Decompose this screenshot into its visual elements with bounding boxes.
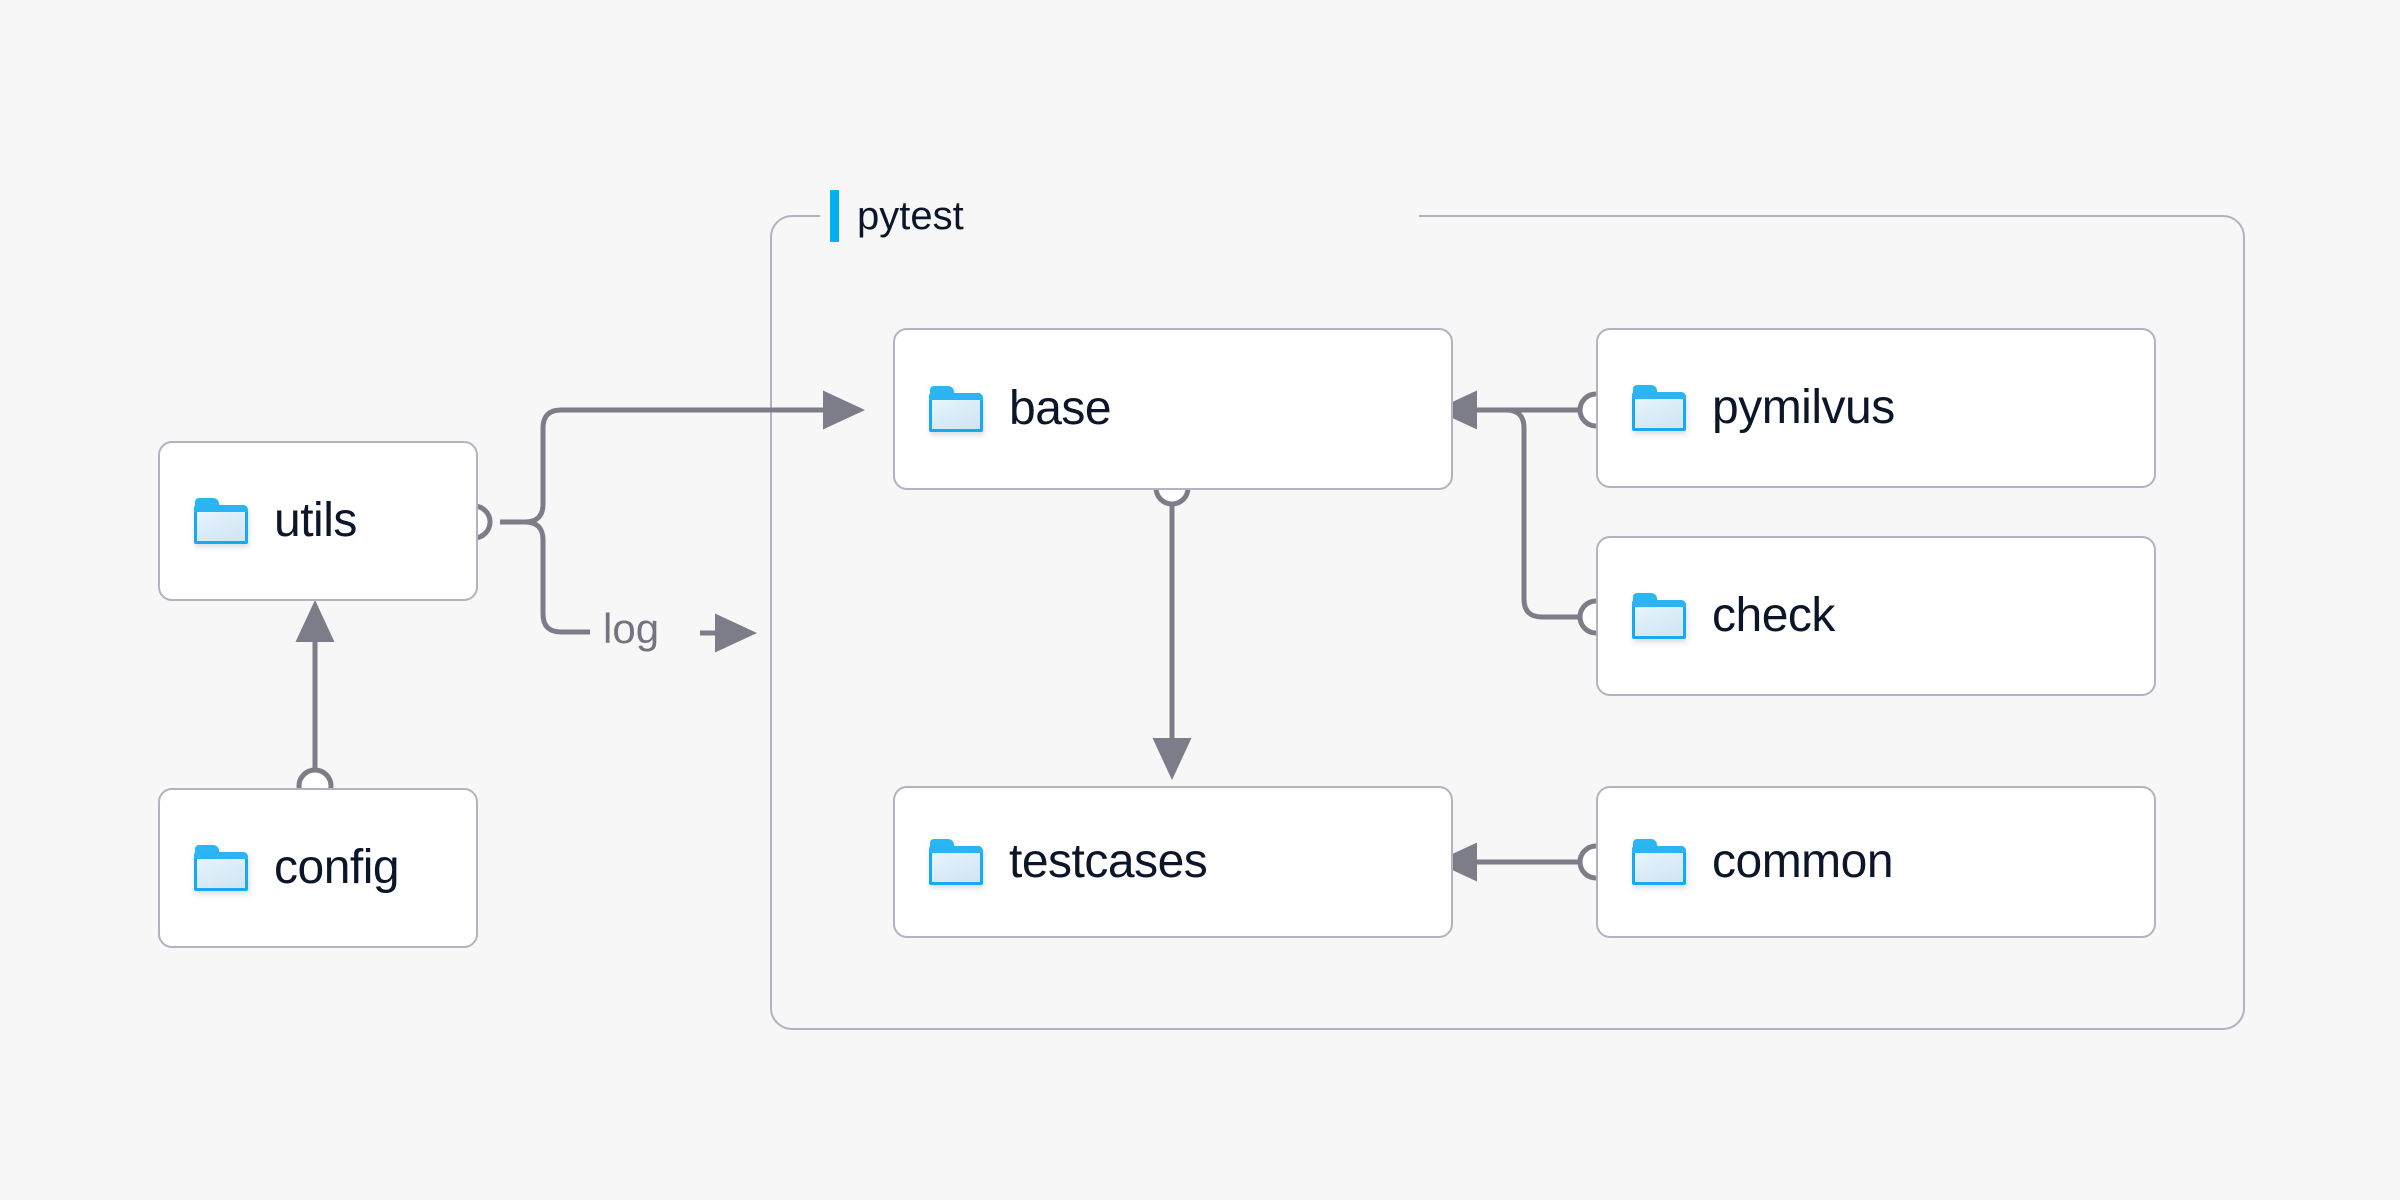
node-base[interactable]: base (893, 328, 1453, 490)
edge-utils-log (500, 519, 590, 635)
node-label-check: check (1712, 589, 1835, 642)
node-label-testcases: testcases (1009, 835, 1208, 888)
node-testcases[interactable]: testcases (893, 786, 1453, 938)
group-title: pytest (857, 194, 964, 238)
node-utils[interactable]: utils (158, 441, 478, 601)
node-label-config: config (274, 841, 400, 894)
edge-utils-base (500, 390, 865, 525)
edge-check-base (1466, 407, 1578, 620)
folder-icon (929, 839, 983, 885)
edge-label-log: log (603, 605, 660, 652)
node-label-common: common (1712, 835, 1894, 888)
group-box-pytest (770, 215, 2245, 1030)
group-accent-bar (830, 190, 839, 242)
folder-icon (1632, 385, 1686, 431)
node-label-base: base (1009, 382, 1112, 435)
node-config[interactable]: config (158, 788, 478, 948)
folder-icon (929, 386, 983, 432)
folder-icon (194, 498, 248, 544)
folder-icon (194, 845, 248, 891)
node-pymilvus[interactable]: pymilvus (1596, 328, 2156, 488)
folder-icon (1632, 593, 1686, 639)
node-common[interactable]: common (1596, 786, 2156, 938)
folder-icon (1632, 839, 1686, 885)
node-label-utils: utils (274, 494, 357, 547)
node-label-pymilvus: pymilvus (1712, 381, 1895, 434)
node-check[interactable]: check (1596, 536, 2156, 696)
group-label-pytest: pytest (820, 188, 974, 244)
